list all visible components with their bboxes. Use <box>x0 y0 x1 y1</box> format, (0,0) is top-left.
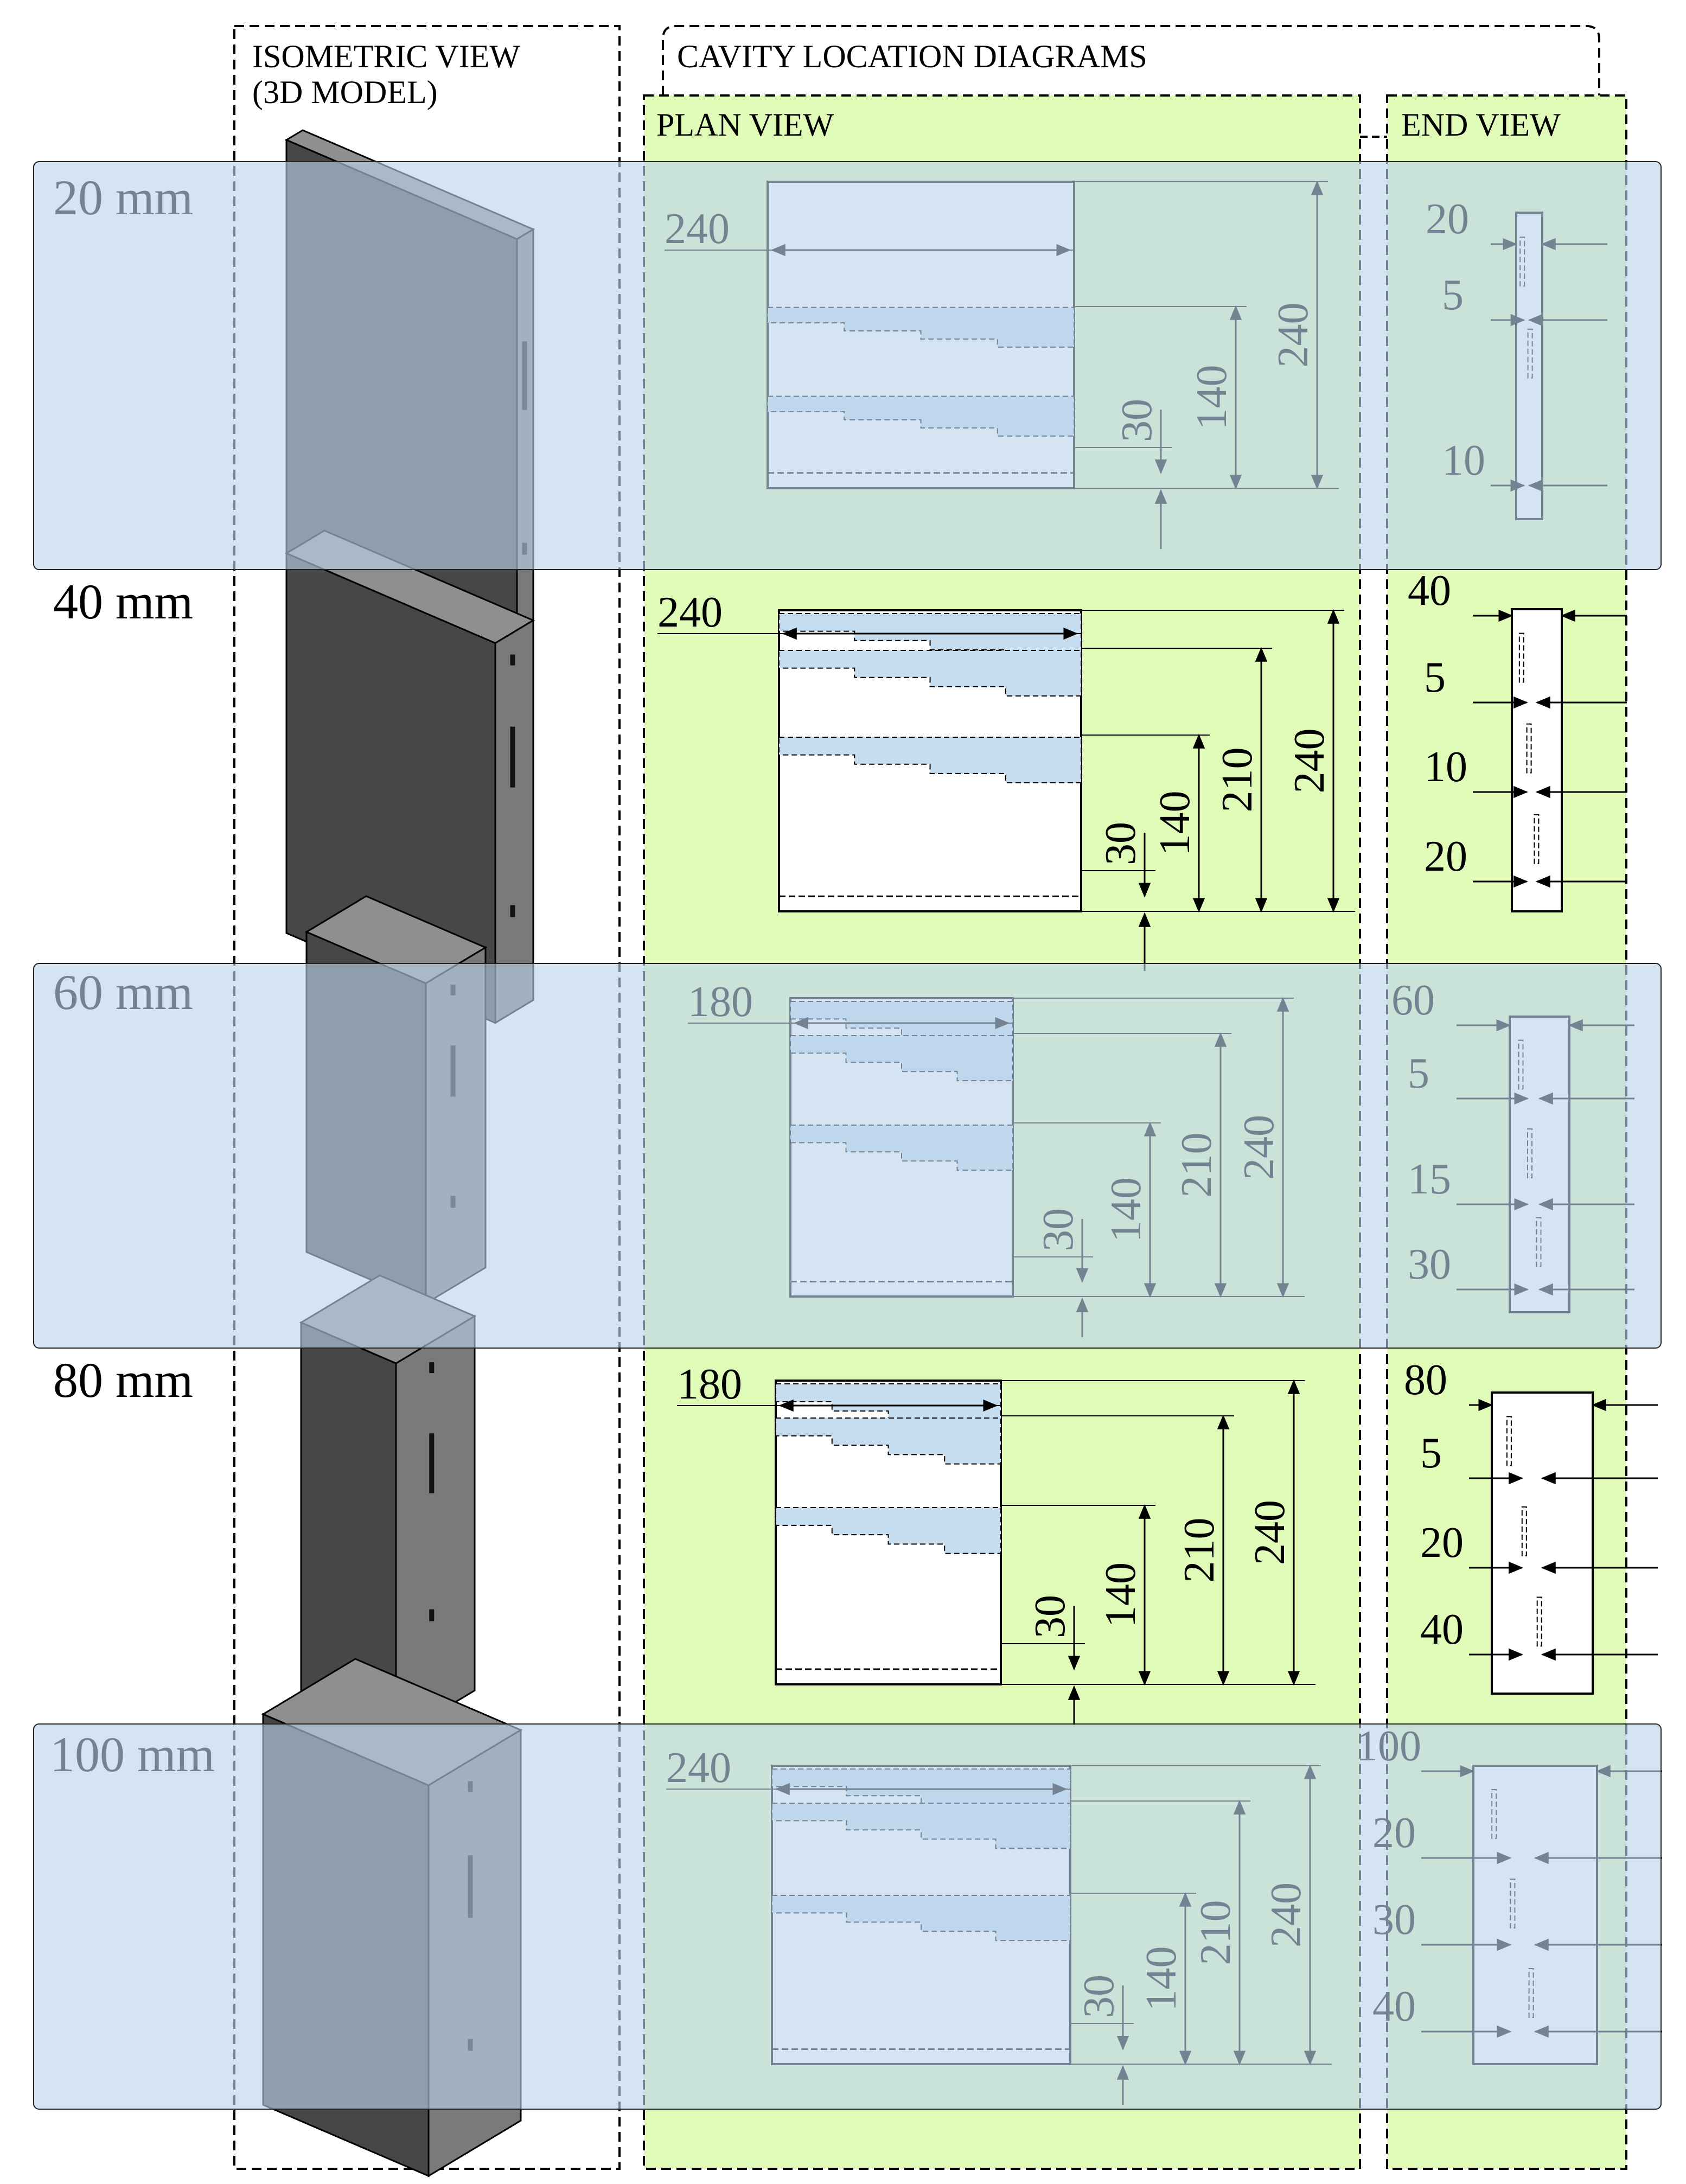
end-dim-label: 10 <box>1424 743 1467 791</box>
plan-width-label: 180 <box>677 1361 742 1408</box>
end-dim-label: 5 <box>1420 1429 1442 1477</box>
plan-dim-label: 210 <box>1214 748 1261 813</box>
end-rect <box>1491 1391 1594 1695</box>
end-dim-label: 20 <box>1424 833 1467 880</box>
row-band <box>33 1723 1662 2110</box>
plan-view-header: PLAN VIEW <box>656 107 834 143</box>
cavity-diagrams-outline <box>662 25 1600 95</box>
row-band <box>33 161 1662 570</box>
plan-dim-label: 210 <box>1176 1518 1223 1583</box>
plan-dim-label: 240 <box>1246 1500 1294 1565</box>
box-slot <box>429 1433 435 1493</box>
end-dim-label: 40 <box>1420 1606 1464 1653</box>
box-slot <box>510 726 515 788</box>
box-port <box>510 654 515 666</box>
box-port <box>510 905 515 917</box>
box-side-face <box>494 618 534 1025</box>
cavity-header: CAVITY LOCATION DIAGRAMS <box>677 39 1147 74</box>
box-side-face <box>395 1314 476 1739</box>
end-cavity-marker <box>1518 633 1524 683</box>
end-cavity-marker <box>1534 814 1540 864</box>
box-port <box>429 1362 435 1374</box>
isometric-header-line1: ISOMETRIC VIEW <box>252 39 520 74</box>
end-dim-label: 20 <box>1420 1519 1464 1567</box>
thickness-label: 40 mm <box>53 574 193 629</box>
cavity-band <box>778 737 1082 783</box>
end-rect <box>1511 608 1563 912</box>
cavity-band <box>775 1507 1001 1554</box>
end-cavity-marker <box>1526 723 1532 774</box>
cavity-band <box>778 650 1082 697</box>
box-port <box>429 1609 435 1621</box>
row-band <box>33 963 1662 1349</box>
plan-dim-label: 140 <box>1151 791 1199 856</box>
cavity-band <box>775 1417 1001 1465</box>
thickness-label: 80 mm <box>53 1352 193 1408</box>
end-cavity-marker <box>1506 1416 1512 1466</box>
plan-dim-label: 240 <box>1286 729 1333 794</box>
end-cavity-marker <box>1536 1597 1542 1647</box>
end-dim-label: 80 <box>1404 1356 1447 1404</box>
end-dim-label: 40 <box>1408 567 1451 615</box>
plan-dim-label: 30 <box>1097 822 1145 865</box>
plan-width-label: 240 <box>657 589 723 636</box>
end-view-header: END VIEW <box>1401 107 1561 143</box>
isometric-header-line2: (3D MODEL) <box>252 74 438 110</box>
end-cavity-marker <box>1521 1506 1527 1556</box>
bands-layer <box>33 161 1662 2110</box>
plan-dim-label: 30 <box>1026 1595 1074 1638</box>
row-4: 80 mm 180 30 140 210 240 80 5 20 40 <box>53 1274 1658 1739</box>
end-dim-label: 5 <box>1424 654 1446 701</box>
plan-dim-label: 140 <box>1097 1562 1145 1627</box>
